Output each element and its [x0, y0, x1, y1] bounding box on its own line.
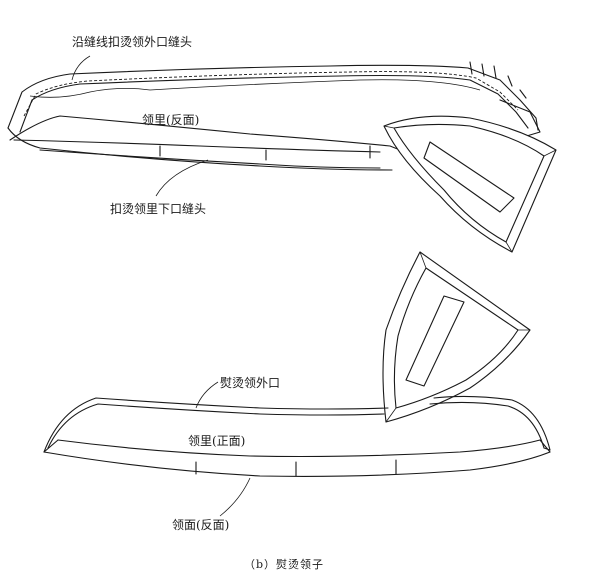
top-collar-seam-line	[23, 71, 519, 117]
top-collar-right-end	[499, 99, 541, 139]
top-under-collar-lower-line	[9, 115, 401, 151]
bottom-collar-right-inner	[429, 401, 545, 449]
top-iron	[383, 115, 557, 253]
top-iron-edge-corner	[383, 125, 557, 253]
bottom-collar-left-end	[43, 439, 59, 453]
bottom-iron-handle	[405, 295, 465, 387]
leader-bottom-outer-edge	[195, 381, 219, 409]
figure-caption: （b）熨烫领子	[244, 558, 325, 571]
top-collar-outer-edge	[7, 64, 539, 131]
top-collar-fold-line	[29, 79, 481, 98]
bottom-collar	[43, 395, 551, 477]
top-collar	[7, 61, 541, 171]
top-iron-body	[383, 115, 557, 253]
bottom-iron-edge-corner	[385, 251, 530, 423]
label-bottom-upper-collar: 领面(反面)	[172, 518, 230, 532]
bottom-collar-right-outer	[433, 395, 551, 451]
top-under-collar-upper-line	[13, 139, 381, 153]
top-under-collar-bottom-edge	[7, 127, 393, 171]
bottom-collar-outer-edge-2	[47, 403, 385, 449]
leader-top-outer-seam	[71, 55, 91, 81]
label-top-outer-seam: 沿缝线扣烫领外口缝头	[72, 35, 193, 49]
bottom-collar-band-top	[57, 439, 541, 458]
bottom-collar-band-bottom	[43, 451, 551, 477]
top-collar-inner-edge	[19, 74, 529, 133]
top-collar-notches	[469, 61, 527, 99]
label-top-lower-seam: 扣烫领里下口缝头	[110, 202, 207, 216]
leader-top-lower-seam	[155, 159, 209, 197]
top-collar-ticks	[159, 145, 371, 161]
top-under-collar-band-bottom	[39, 149, 381, 169]
label-bottom-under-collar: 领里(正面)	[188, 434, 246, 448]
top-iron-handle	[423, 141, 515, 213]
bottom-collar-right-end	[539, 439, 551, 453]
label-top-under-collar: 领里(反面)	[142, 113, 200, 127]
bottom-iron	[382, 251, 531, 423]
bottom-collar-ticks	[195, 459, 397, 477]
leader-bottom-upper-collar	[219, 477, 251, 517]
bottom-collar-outer-edge	[43, 397, 389, 453]
label-bottom-outer-edge: 熨烫领外口	[220, 376, 281, 390]
bottom-iron-soleplate	[393, 267, 519, 409]
